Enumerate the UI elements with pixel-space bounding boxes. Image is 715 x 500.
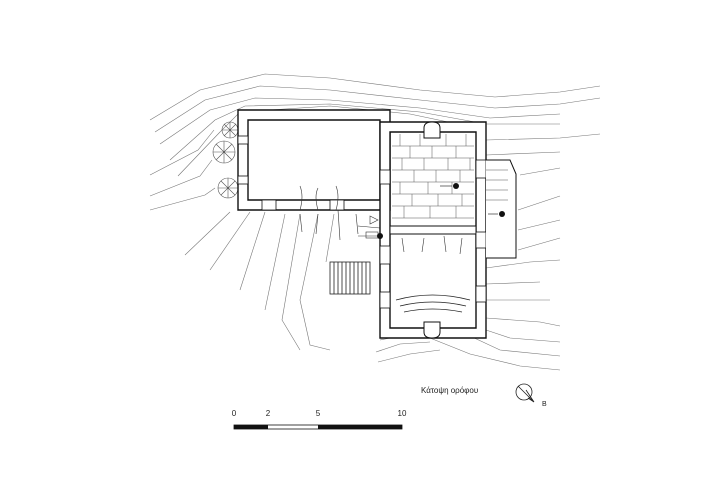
passage [299, 209, 381, 241]
trees [212, 121, 239, 199]
east-annex [486, 159, 517, 259]
scale-tick-5: 5 [315, 409, 321, 418]
scale-bar [233, 424, 403, 430]
tree-3 [217, 177, 239, 199]
east-building [377, 121, 487, 339]
stone-paving [392, 134, 474, 219]
west-building [237, 109, 391, 211]
north-label: Β [542, 401, 547, 408]
tree-2 [212, 140, 236, 164]
drawing-caption: Κάτοψη ορόφου [421, 386, 479, 395]
scale-tick-10: 10 [397, 409, 407, 418]
scale-tick-0: 0 [231, 409, 237, 418]
terrain-contours [149, 73, 601, 371]
exterior-stair [329, 261, 371, 295]
tree-1 [221, 121, 239, 139]
north-arrow-icon [515, 383, 535, 403]
scale-tick-2: 2 [265, 409, 271, 418]
